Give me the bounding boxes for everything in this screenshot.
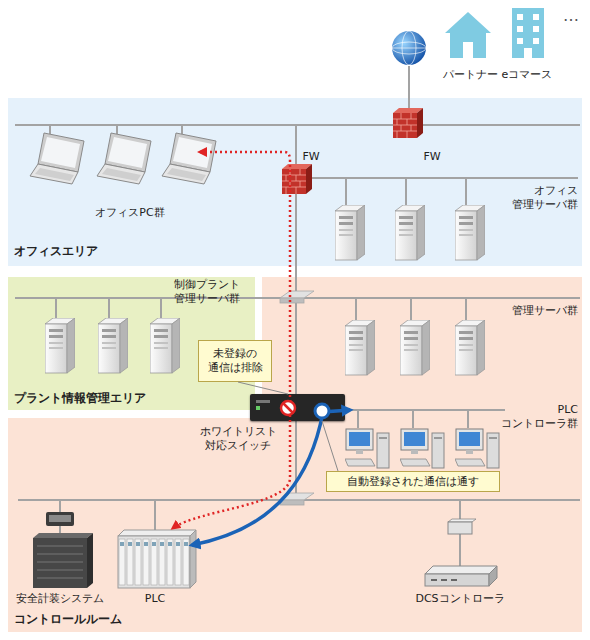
desktop-pc-icon — [345, 429, 389, 468]
house-icon — [445, 12, 491, 58]
network-wire-part — [15, 124, 580, 126]
server-icon — [150, 318, 180, 373]
dcs-icon-part — [425, 574, 489, 586]
node-label: 自動登録された通信は通す — [347, 475, 479, 489]
node-label: ホワイトリスト 対応スイッチ — [200, 425, 277, 453]
safety-system-icon-part — [46, 512, 74, 526]
building-icon-part — [524, 48, 532, 58]
node-label: 制御プラント 管理サーバ群 — [174, 278, 240, 306]
house-icon-part — [463, 42, 473, 58]
node-label: FW — [302, 150, 319, 164]
partner-node: パートナー — [440, 8, 500, 88]
server-group: オフィス 管理サーバ群 — [332, 182, 580, 260]
plc-rack-icon-part — [118, 536, 190, 588]
building-icon-part — [517, 14, 523, 20]
plc-rack-icon-part — [190, 530, 196, 588]
server-icon — [455, 320, 485, 375]
node-label: DCSコントローラ — [415, 592, 504, 606]
whitelist-switch: ホワイトリスト 対応スイッチ — [250, 394, 345, 421]
dcs-icon-part — [425, 566, 497, 574]
area-label: プラント情報管理エリア — [14, 391, 146, 405]
safety-system-icon-part — [33, 533, 93, 538]
building-icon-part — [533, 38, 539, 44]
desktop-pc-icon — [455, 429, 499, 468]
firewall-icon — [393, 108, 423, 138]
building-icon-part — [517, 26, 523, 32]
desktop-pc-icon — [400, 429, 444, 468]
hub-icon-part — [280, 500, 304, 505]
area-label: コントロールルーム — [14, 612, 122, 626]
safety-system-icon-part — [87, 533, 93, 588]
plc-rack: PLC — [118, 528, 192, 608]
plc-controller-group: PLC コントローラ群 — [350, 398, 582, 476]
globe-icon-part — [392, 48, 426, 49]
server-icon — [455, 205, 485, 260]
plc-rack-icon — [118, 530, 196, 588]
safety-system-icon-part — [37, 546, 83, 578]
server-icon — [45, 318, 75, 373]
building-icon-part — [517, 38, 523, 44]
network-wire-part — [408, 66, 410, 110]
safety-system-icon-part — [33, 538, 87, 588]
server-icon — [335, 205, 365, 260]
safety-system: 安全計装システム — [22, 508, 100, 608]
safety-system-icon-part — [49, 515, 71, 522]
plc-rack-icon-part — [118, 536, 190, 588]
node-label: 管理サーバ群 — [512, 304, 578, 318]
globe-icon-part — [392, 42, 426, 54]
node-label: 安全計装システム — [16, 592, 104, 606]
globe-icon — [392, 31, 426, 65]
hub-icon-part — [280, 298, 304, 303]
node-label: オフィスPC群 — [95, 206, 164, 220]
building-icon-part — [533, 26, 539, 32]
pc-group: オフィスPC群 — [22, 128, 200, 222]
building-icon-part — [512, 8, 544, 58]
node-label: オフィス 管理サーバ群 — [512, 184, 578, 212]
ecommerce-node: eコマース — [505, 8, 550, 88]
dcs-controller: DCSコントローラ — [420, 515, 500, 605]
firewall-icon — [282, 164, 312, 194]
building-icon — [512, 8, 544, 58]
plc-rack-icon-part — [118, 530, 196, 536]
node-label: PLC — [145, 592, 165, 606]
server-group: 管理サーバ群 — [345, 300, 580, 380]
node-label: パートナー — [443, 68, 498, 82]
ellipsis-label: … — [563, 6, 579, 25]
server-icon — [98, 318, 128, 373]
area-label: オフィスエリア — [14, 244, 98, 258]
node-label: 未登録の 通信は排除 — [208, 347, 263, 375]
server-icon — [395, 205, 425, 260]
building-icon-part — [533, 14, 539, 20]
dcs-icon-part — [431, 579, 457, 581]
firewall: FW — [393, 108, 423, 138]
firewall: FW — [282, 164, 312, 194]
server-icon — [345, 320, 375, 375]
node-label: PLC コントローラ群 — [501, 403, 578, 431]
node-label: FW — [423, 150, 440, 164]
node-label: eコマース — [502, 68, 553, 82]
globe-icon-part — [392, 31, 426, 65]
house-icon-part — [445, 12, 491, 58]
callout-box: 未登録の 通信は排除 — [198, 340, 272, 382]
dcs-icon-part — [448, 522, 472, 534]
server-icon — [400, 320, 430, 375]
band-fill — [8, 277, 582, 632]
callout-box: 自動登録された通信は通す — [326, 471, 500, 492]
